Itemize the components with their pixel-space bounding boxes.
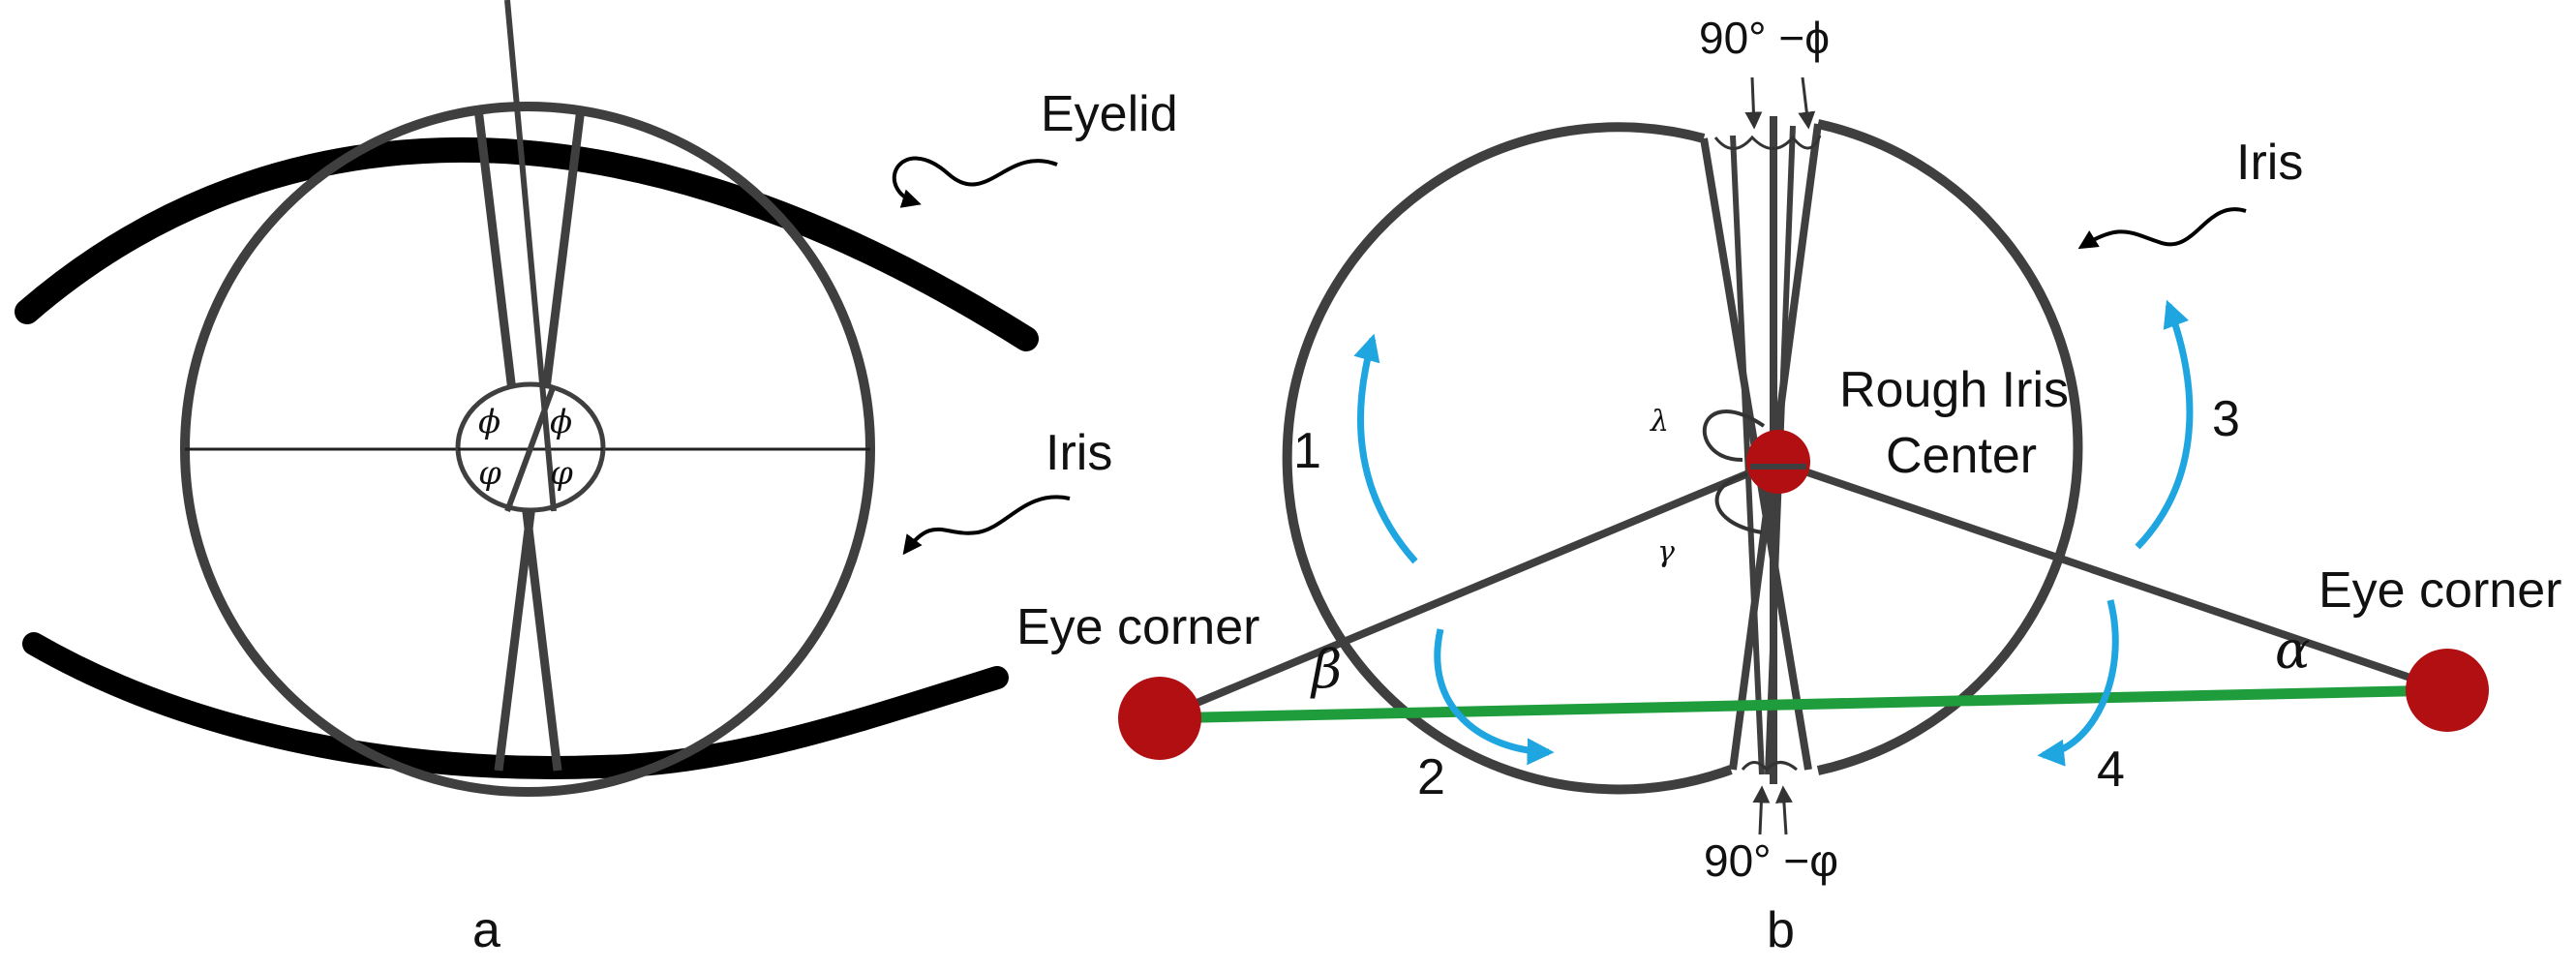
center-label-line1: Rough Iris <box>1839 362 2069 418</box>
iris-pointer-arrow-b <box>2077 207 2247 250</box>
top-angle-bracket <box>1713 135 1822 150</box>
panel-b-label: b <box>1767 902 1795 958</box>
phi-right: ϕ <box>550 403 572 441</box>
bottom-angle-label: 90° −φ <box>1704 835 1838 886</box>
bottom-angle-arrow-left <box>1752 785 1771 835</box>
blue-arrow-3 <box>2135 299 2194 550</box>
lambda-arc <box>1702 409 1766 462</box>
top-angle-arrow-left <box>1744 76 1763 130</box>
left-corner-label: Eye corner <box>1016 599 1259 655</box>
baseline <box>1159 684 2448 724</box>
step-label-3: 3 <box>2212 391 2240 447</box>
blue-arrow-1 <box>1353 333 1418 564</box>
beta-label: β <box>1310 639 1342 700</box>
panel-a: ϕ ϕ φ φ Eyelid Iris a <box>15 0 1178 958</box>
bottom-angle-arrow-right <box>1774 785 1793 835</box>
gamma-arc <box>1714 472 1763 534</box>
top-angle-arrow-right <box>1798 76 1816 130</box>
center-cross-2 <box>504 383 557 513</box>
line-right-corner-to-center <box>1774 458 2449 694</box>
alpha-label: α <box>2275 620 2310 681</box>
lower-eyelid <box>22 632 1009 779</box>
step-label-2: 2 <box>1417 749 1445 805</box>
center-cross-1 <box>504 0 557 512</box>
iris-label-a: Iris <box>1046 425 1112 481</box>
lambda-label: λ <box>1650 405 1669 439</box>
step-label-1: 1 <box>1293 423 1321 479</box>
panel-b: 90° −ϕ 90° −φ λ γ β α Rough Iris Center … <box>1016 13 2561 958</box>
blue-arrow-4 <box>2037 599 2119 767</box>
eyelid-label: Eyelid <box>1041 86 1178 142</box>
iris-arc-right <box>1816 119 2083 775</box>
phi-left: ϕ <box>478 403 500 441</box>
bottom-angle-bracket <box>1741 761 1798 773</box>
gamma-label: γ <box>1657 535 1675 569</box>
right-eye-corner-dot <box>2406 649 2489 732</box>
iris-pointer-arrow-a <box>902 495 1071 556</box>
varphi-left: φ <box>478 454 501 493</box>
panel-a-label: a <box>472 902 500 958</box>
top-angle-label: 90° −ϕ <box>1699 13 1830 63</box>
iris-label-b: Iris <box>2236 135 2303 191</box>
blue-arrow-2 <box>1434 628 1555 766</box>
center-label-line2: Center <box>1886 428 2037 484</box>
iris-arc-left <box>1282 122 1733 795</box>
step-label-4: 4 <box>2097 742 2125 798</box>
line-left-corner-to-center <box>1158 458 1778 722</box>
eyelid-pointer-arrow <box>892 156 1058 208</box>
upper-eyelid <box>15 136 1039 351</box>
right-corner-label: Eye corner <box>2318 562 2561 619</box>
left-eye-corner-dot <box>1118 677 1201 760</box>
rough-iris-center-dot <box>1746 430 1810 494</box>
varphi-right: φ <box>550 454 573 493</box>
